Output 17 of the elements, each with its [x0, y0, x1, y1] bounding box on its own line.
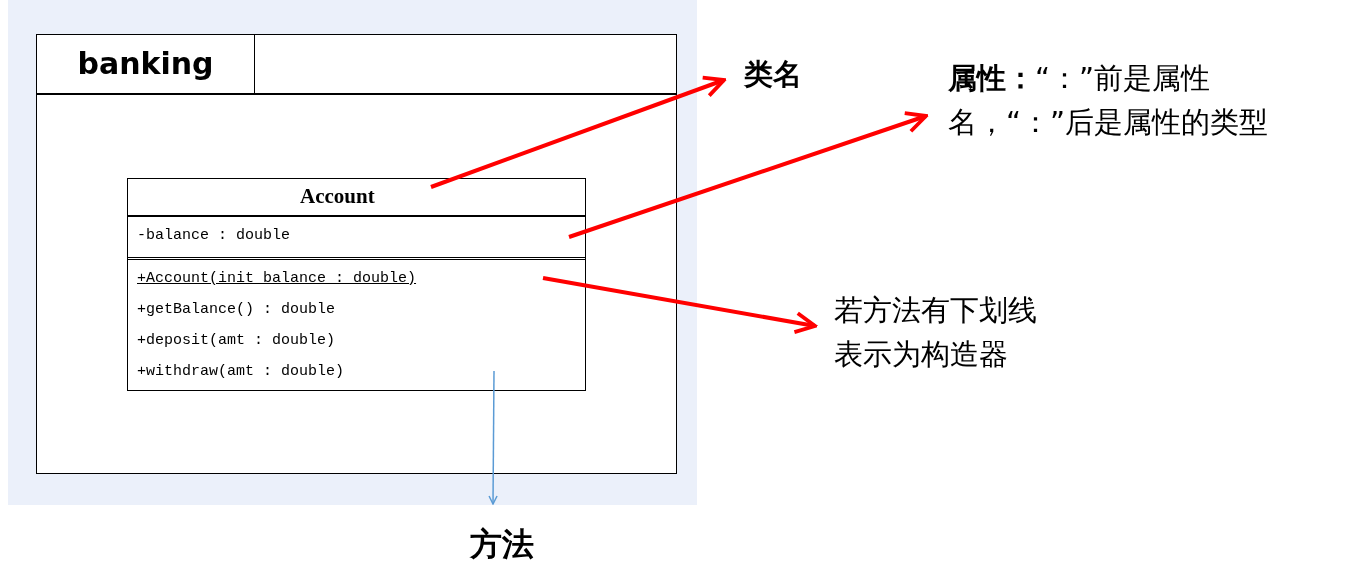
method-text: +getBalance() : double	[137, 301, 336, 318]
annotation-text: 类名	[744, 52, 834, 96]
arrow	[542, 276, 817, 335]
package-name: banking	[37, 35, 255, 93]
annotation-text: 方法	[470, 524, 560, 564]
method-text: +withdraw(amt : double)	[137, 363, 345, 380]
annotation-text: 属性：“：”前是属性名，“：”后是属性的类型	[948, 56, 1293, 188]
method-text: +deposit(amt : double)	[137, 332, 336, 349]
package-frame	[36, 34, 677, 474]
arrow	[568, 111, 928, 239]
arrow	[488, 370, 498, 505]
arrow	[430, 75, 726, 189]
class-name: Account	[300, 184, 375, 209]
annotation-text: 若方法有下划线表示为构造器	[834, 288, 1056, 420]
class-box	[127, 178, 586, 391]
method-text: +Account(init_balance : double)	[137, 270, 417, 287]
attribute-text: -balance : double	[137, 227, 291, 244]
